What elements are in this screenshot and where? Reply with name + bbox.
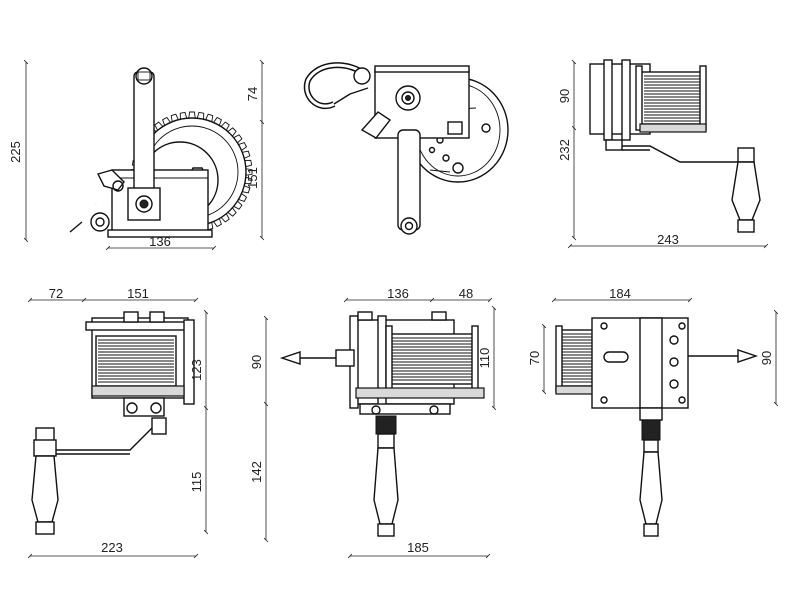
- dim-drum-height: 90: [557, 89, 572, 103]
- housing: [374, 69, 470, 139]
- view-rear: 72 151 123 115 223: [27, 286, 209, 559]
- gear-tooth: [205, 113, 214, 122]
- gear-tooth: [196, 111, 205, 120]
- hook-icon: [303, 62, 371, 109]
- ratchet-pawl: [96, 169, 125, 191]
- gear-tooth: [179, 111, 188, 120]
- gear-tooth: [213, 218, 222, 228]
- view-top: 90 232 243: [557, 59, 769, 249]
- gear-tooth: [244, 176, 253, 185]
- gear-tooth: [238, 193, 248, 202]
- crank-grip: [639, 451, 663, 525]
- base-plate: [107, 229, 213, 238]
- gear-tooth: [238, 142, 248, 151]
- crank-grip: [31, 455, 59, 523]
- gear-tooth: [242, 150, 251, 159]
- dim-handle-height: 74: [245, 87, 260, 101]
- dim-inner-height: 70: [527, 351, 542, 365]
- dim-overall-width: 243: [657, 232, 679, 247]
- gear-tooth: [162, 116, 171, 126]
- dim-outer-height: 90: [759, 351, 774, 365]
- dim-frame-width: 184: [609, 286, 631, 301]
- dim-overall-width: 185: [407, 540, 429, 555]
- dim-frame-width: 151: [127, 286, 149, 301]
- crank-grip: [373, 447, 399, 525]
- gear-tooth: [242, 185, 251, 194]
- gear-tooth: [244, 159, 253, 168]
- gear-tooth: [220, 121, 230, 131]
- view-front: 225 74 151 136: [8, 59, 265, 251]
- dim-body-width: 136: [387, 286, 409, 301]
- gear-tooth: [170, 113, 179, 122]
- dim-body-height: 151: [245, 167, 260, 189]
- drum-cable: [639, 71, 703, 125]
- gear-tooth: [245, 168, 253, 176]
- gear-tooth: [227, 127, 237, 137]
- view-front-2: 136 48 90 142 110 185: [249, 286, 497, 559]
- dim-drum-height: 90: [249, 355, 264, 369]
- gear-tooth: [227, 207, 237, 217]
- view-side: [303, 62, 509, 235]
- gear-tooth: [233, 200, 243, 210]
- gear-tooth: [188, 111, 196, 119]
- dim-overall-width: 223: [101, 540, 123, 555]
- dim-grip-height: 142: [249, 461, 264, 483]
- dim-body-height: 110: [477, 348, 492, 369]
- crank-arm: [397, 129, 421, 231]
- view-end: 184 70 90: [527, 286, 779, 537]
- dim-grip-height: 115: [189, 472, 204, 493]
- crank-grip: [731, 161, 761, 221]
- dim-crank-height: 232: [557, 139, 572, 161]
- hook-icon: [43, 196, 110, 235]
- dim-hook-offset: 48: [459, 286, 473, 301]
- dim-base-width: 136: [149, 234, 171, 249]
- strap-clip: [360, 111, 392, 139]
- dim-frame-height: 123: [189, 359, 204, 381]
- dim-overall-height: 225: [8, 141, 23, 163]
- gear-tooth: [154, 121, 164, 131]
- gear-tooth: [233, 134, 243, 144]
- gear-tooth: [213, 116, 222, 126]
- dim-offset: 72: [49, 286, 63, 301]
- pivot-block: [127, 187, 161, 221]
- gear-tooth: [220, 213, 230, 223]
